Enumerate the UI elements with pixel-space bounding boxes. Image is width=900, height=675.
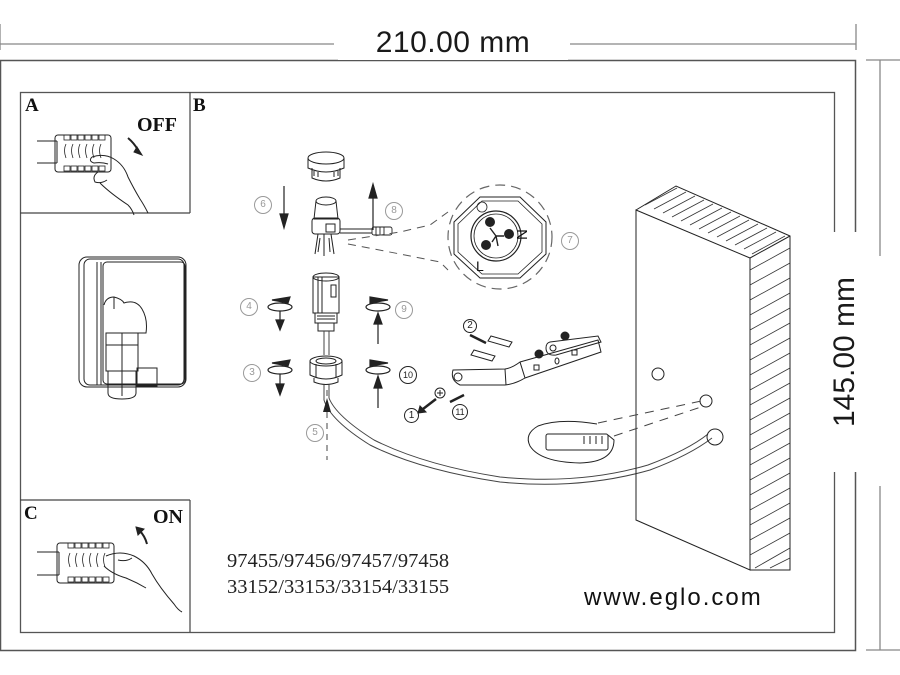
mounting-bracket <box>417 331 602 414</box>
terminal-live-label: L <box>476 258 484 274</box>
wall-hatching <box>644 187 791 569</box>
cap-plug <box>307 151 345 182</box>
model-numbers-line-2: 33152/33153/33154/33155 <box>227 576 450 598</box>
breaker-panel-on-illustration <box>37 526 183 613</box>
terminal-detail-zoom <box>447 184 553 290</box>
power-cable <box>323 331 713 485</box>
panel-b-label: B <box>193 95 206 116</box>
off-label: OFF <box>137 114 177 136</box>
on-label: ON <box>153 506 183 528</box>
width-dimension-line <box>0 24 857 50</box>
step-5-marker: 5 <box>306 424 324 442</box>
website-link[interactable]: www.eglo.com <box>584 584 763 611</box>
direction-arrows <box>267 181 391 408</box>
step-10-marker: 10 <box>399 366 417 384</box>
step-3-marker: 3 <box>243 364 261 382</box>
breaker-panel-off-illustration <box>37 134 149 216</box>
zoom-leader-lines <box>347 211 449 271</box>
panel-a-box <box>20 92 191 214</box>
wall-lamp-fixture-illustration <box>78 256 187 400</box>
plug-leader-lines <box>597 399 707 437</box>
wire-end-screwdriver <box>340 226 393 236</box>
panel-c-label: C <box>24 503 38 524</box>
panel-a-label: A <box>25 95 39 116</box>
terminal-neutral-label: N <box>512 229 530 240</box>
width-dimension-label: 210.00 mm <box>338 26 568 60</box>
model-numbers-line-1: 97455/97456/97457/97458 <box>227 550 450 572</box>
step-6-marker: 6 <box>254 196 272 214</box>
step-7-marker: 7 <box>561 232 579 250</box>
panel-c-box <box>20 499 191 632</box>
connector-insert <box>311 196 341 256</box>
step-4-marker: 4 <box>240 298 258 316</box>
height-dimension-line <box>866 59 900 651</box>
insert-arrow-icon <box>323 398 331 412</box>
height-dimension-label: 145.00 mm <box>828 232 868 472</box>
wall-plug-detail <box>527 420 615 464</box>
cable-gland-body <box>312 272 340 332</box>
step-8-marker: 8 <box>385 202 403 220</box>
step-11-marker: 11 <box>452 404 468 420</box>
compression-nut <box>309 355 343 385</box>
step-2-marker: 2 <box>463 319 477 333</box>
step-1-marker: 1 <box>404 408 419 423</box>
model-numbers: 97455/97456/97457/97458 33152/33153/3315… <box>227 548 449 600</box>
step-9-marker: 9 <box>395 301 413 319</box>
wall-block <box>635 185 791 571</box>
